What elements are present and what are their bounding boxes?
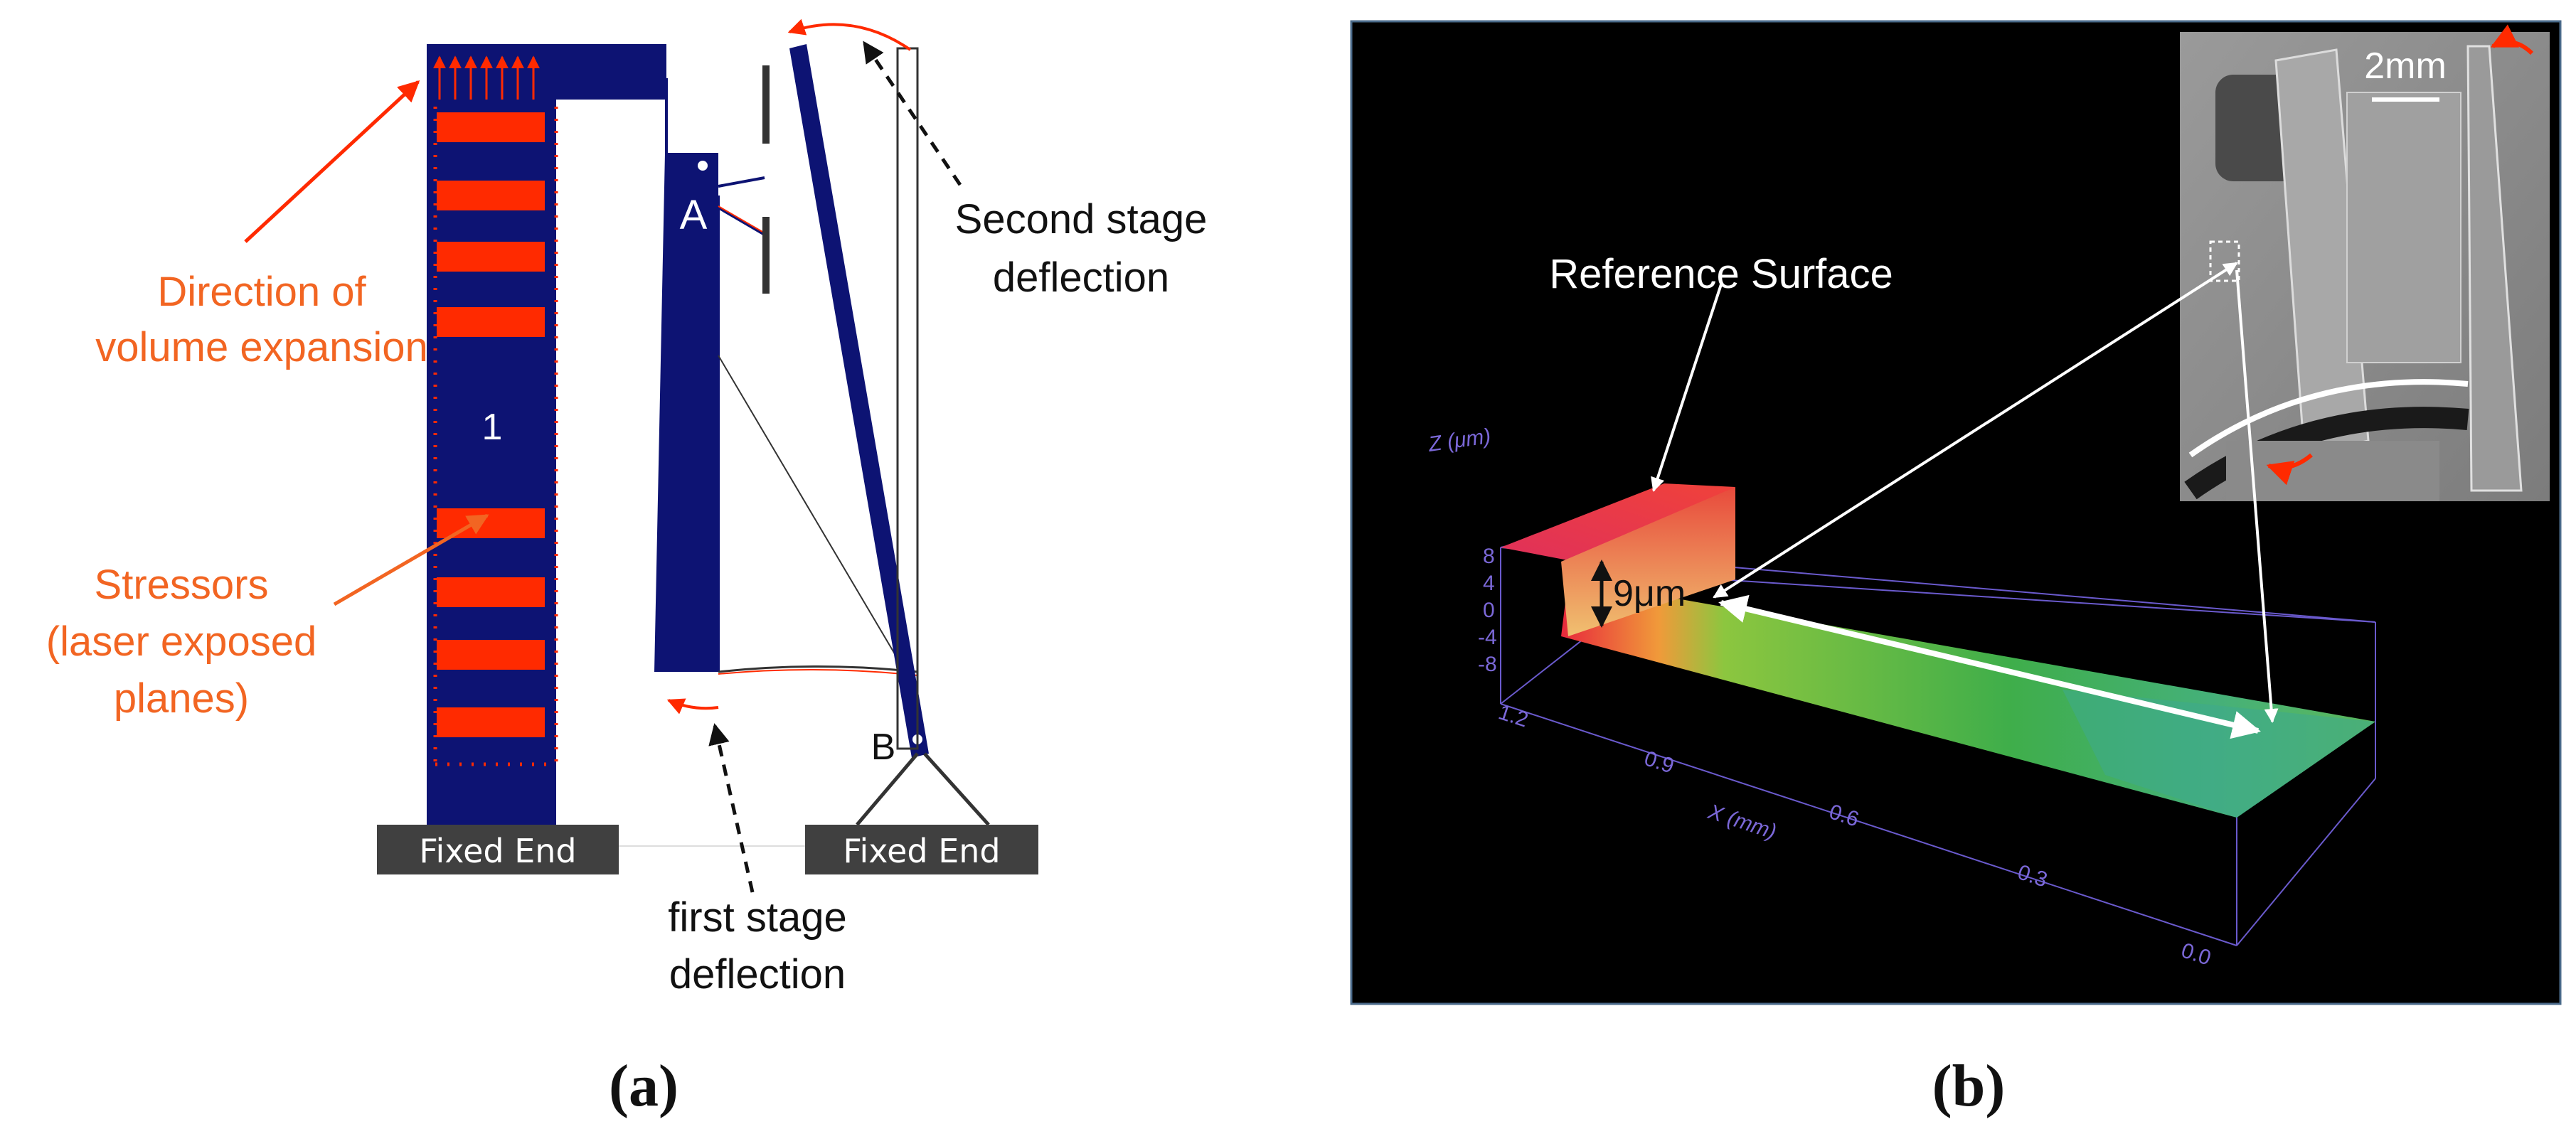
inset-red-arrow-top (2490, 24, 2534, 55)
lower-connector-red (718, 668, 918, 676)
reference-surface-label: Reference Surface (1549, 251, 1893, 297)
fixed-end-left-block (377, 825, 619, 874)
second-stage-label-line2: deflection (993, 255, 1169, 301)
support-post-top (762, 65, 770, 144)
second-stage-beam (789, 44, 929, 758)
fixed-end-right-block (805, 825, 1038, 874)
stressors-label-line3: planes) (114, 675, 249, 722)
panel-a-diagram: 1 A B Fixed End Fixed End (46, 18, 1208, 1119)
hinge-b-label: B (871, 727, 896, 768)
z-tick: -8 (1478, 653, 1497, 676)
flexure-a-bottom (717, 206, 766, 236)
direction-arrow (244, 80, 420, 243)
inset-right-beam (2466, 45, 2523, 492)
top-connecting-arm (556, 44, 666, 100)
thin-link (718, 355, 904, 669)
panel-a-label: (a) (609, 1053, 678, 1119)
z-tick: 8 (1483, 545, 1495, 568)
panel-b-label: (b) (1932, 1053, 2006, 1119)
first-stage-lever (654, 153, 718, 672)
stressor-bar (437, 112, 545, 142)
fixed-end-right-label: Fixed End (843, 832, 1000, 870)
stressor-bar (437, 242, 545, 272)
stressor-bars (437, 112, 545, 737)
z-tick: 4 (1483, 572, 1495, 595)
length-double-arrow (1718, 594, 2261, 739)
right-flexure-left (856, 752, 919, 826)
expansion-arrows (433, 55, 540, 100)
first-stage-curved-arrow (666, 698, 719, 715)
stressors-label-line1: Stressors (95, 562, 269, 608)
inset-micrograph: 2mm (2180, 24, 2550, 501)
second-stage-dashed-arrow (862, 41, 962, 186)
stressor-bar (437, 307, 545, 337)
fixed-end-left-label: Fixed End (419, 832, 576, 870)
panel-b-figure: Z (μm) 8 4 0 -4 -8 1.2 0.9 0.6 0.3 0.0 X… (1350, 20, 2562, 1119)
flexure-a-red (718, 205, 763, 232)
stressors-arrow (333, 513, 489, 606)
step-height-label: 9μm (1613, 573, 1686, 614)
inset-scale-label: 2mm (2364, 46, 2447, 87)
second-stage-label-line1: Second stage (955, 196, 1208, 242)
first-stage-label-line1: first stage (668, 894, 846, 941)
column-number-label: 1 (482, 407, 503, 448)
stressor-bar (437, 707, 545, 737)
direction-label-line1: Direction of (157, 269, 366, 315)
lower-connector (718, 665, 918, 673)
first-stage-label-line2: deflection (669, 951, 846, 997)
inset-center-plate (2346, 92, 2461, 363)
inset-to-end-arrow (2235, 269, 2279, 723)
stressor-bar (437, 577, 545, 607)
stressor-bar (437, 640, 545, 670)
second-stage-curved-arrow (787, 18, 912, 51)
inset-red-arrow-bottom (2266, 453, 2313, 486)
hinge-a-dot (698, 161, 708, 171)
first-stage-dashed-arrow (708, 723, 755, 893)
z-tick: 0 (1483, 599, 1495, 622)
reference-surface-arrow (1651, 284, 1723, 492)
reference-surface-top (1501, 483, 1735, 562)
z-tick: -4 (1478, 626, 1497, 649)
direction-label-line2: volume expansion (95, 324, 428, 370)
actuator-column (427, 44, 556, 825)
inset-to-step-arrow (1713, 262, 2238, 599)
support-post-bottom (762, 217, 770, 294)
stressors-label-line2: (laser exposed (46, 619, 316, 665)
hinge-a-label: A (680, 192, 708, 238)
flexure-a-top (718, 176, 765, 188)
inset-base-block (2226, 441, 2439, 501)
stressor-bar (437, 181, 545, 210)
right-flexure-right (923, 752, 990, 826)
